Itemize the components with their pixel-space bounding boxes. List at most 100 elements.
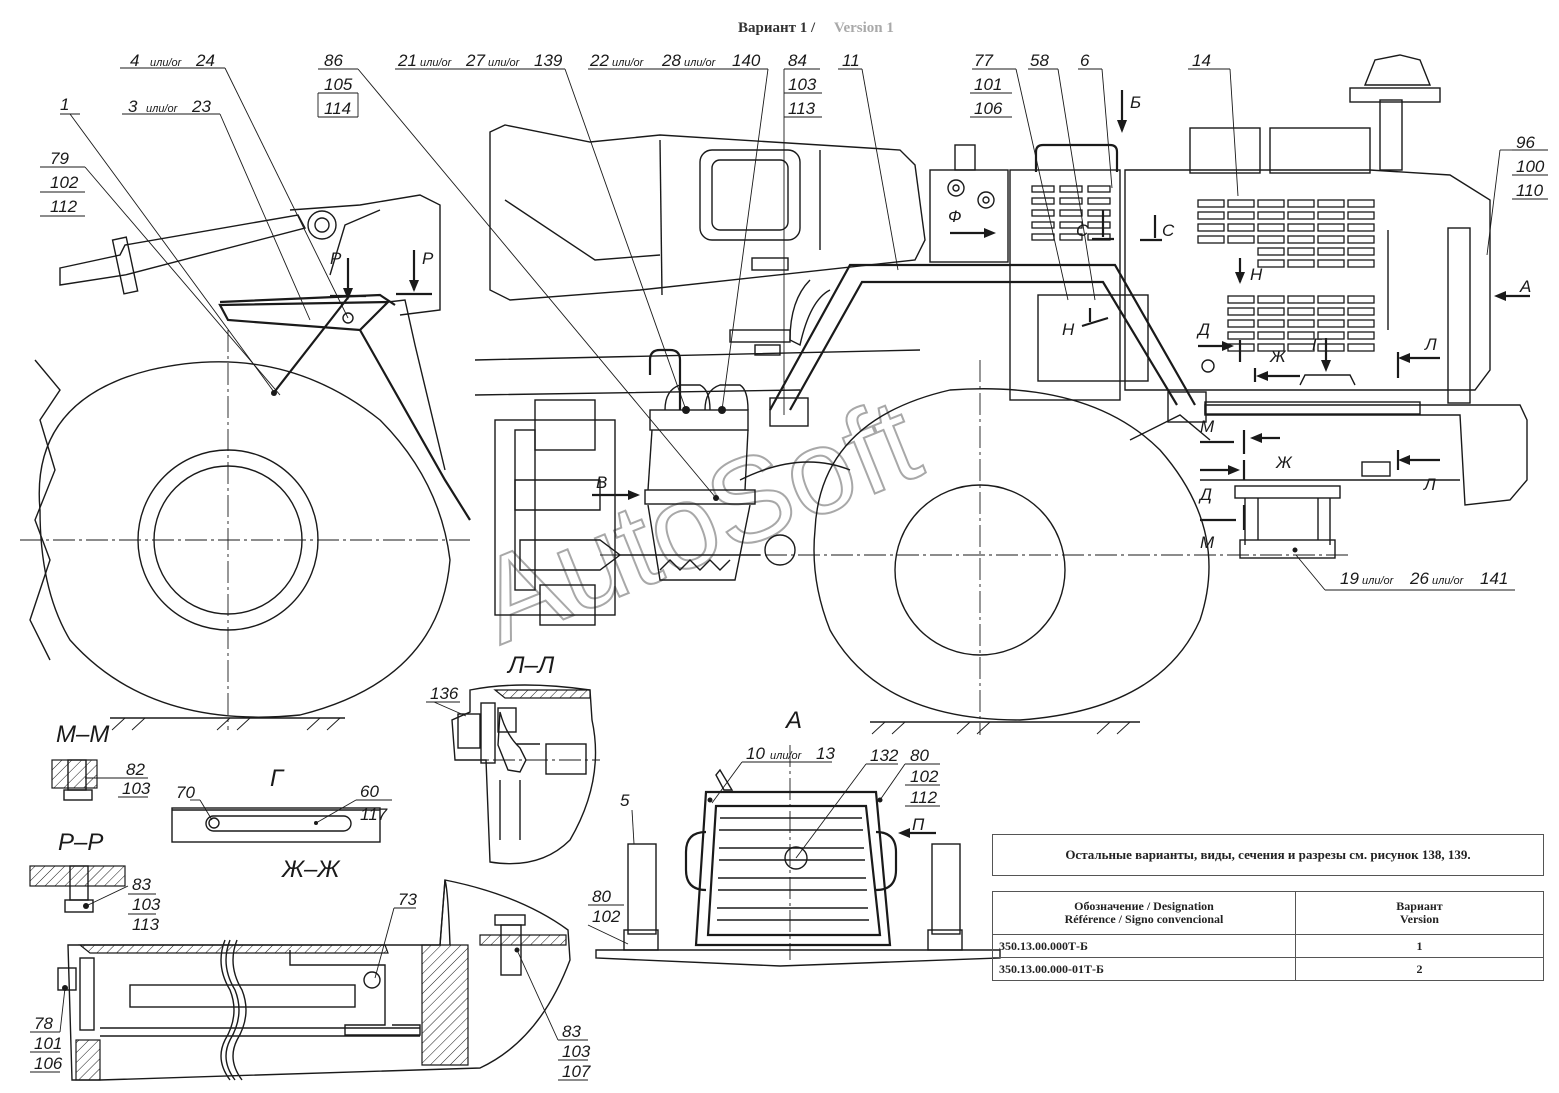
view-marker-m1: М: [1200, 417, 1215, 436]
main-side-view: Р Р Б Ф С С Н Н А Д: [20, 54, 1531, 735]
table-header-designation: Обозначение / Designation Référence / Si…: [992, 891, 1296, 935]
svg-text:141: 141: [1480, 569, 1508, 588]
table-header-version-text: Вариант Version: [1396, 899, 1443, 926]
callout-70: 70: [176, 783, 195, 802]
table-header-row: Обозначение / Designation Référence / Si…: [992, 891, 1544, 935]
svg-text:13: 13: [816, 744, 835, 763]
svg-text:105: 105: [324, 75, 353, 94]
svg-text:или/or: или/or: [488, 57, 521, 69]
callout-73: 73: [398, 890, 417, 909]
svg-text:140: 140: [732, 51, 761, 70]
view-marker-d2: Д: [1198, 485, 1212, 504]
svg-text:27: 27: [465, 51, 485, 70]
svg-text:84: 84: [788, 51, 807, 70]
svg-text:110: 110: [1516, 181, 1544, 200]
svg-text:или/or: или/or: [684, 57, 717, 69]
version-table: Обозначение / Designation Référence / Si…: [992, 891, 1544, 981]
callout-22-28-140: 22 или/or 28 или/or 140: [589, 51, 761, 70]
svg-text:28: 28: [661, 51, 681, 70]
callout-21-27-139: 21 или/or 27 или/or 139: [397, 51, 563, 70]
view-markers: Р Р Б Ф С С Н Н А Д: [330, 90, 1531, 552]
svg-text:106: 106: [34, 1054, 63, 1073]
svg-text:19: 19: [1340, 569, 1359, 588]
svg-text:113: 113: [788, 99, 816, 118]
callout-84: 84 103 113: [784, 51, 822, 118]
table-header-designation-text: Обозначение / Designation Référence / Si…: [1064, 899, 1224, 926]
svg-text:или/or: или/or: [612, 57, 645, 69]
section-p-p: Р–Р 83 103 113: [29, 829, 161, 934]
svg-text:96: 96: [1516, 133, 1535, 152]
view-marker-n1: Н: [1250, 265, 1263, 284]
note-box: Остальные варианты, виды, сечения и разр…: [992, 834, 1544, 876]
view-marker-g: Г: [1312, 335, 1323, 354]
leader-lines: [40, 67, 1515, 591]
callout-132: 132: [870, 746, 899, 765]
table-header-version: Вариант Version: [1295, 891, 1544, 935]
table-cell-designation: 350.13.00.000Т-Б: [992, 934, 1296, 958]
engine-grill: [1197, 199, 1375, 352]
svg-text:113: 113: [132, 915, 160, 934]
svg-text:117: 117: [360, 805, 388, 824]
svg-text:или/or: или/or: [1432, 575, 1465, 587]
svg-text:или/or: или/or: [770, 750, 803, 762]
view-marker-zh1: Ж: [1269, 347, 1287, 366]
svg-text:106: 106: [974, 99, 1003, 118]
callout-10-13: 10: [746, 744, 765, 763]
callout-82: 82: [126, 760, 145, 779]
svg-text:или/or: или/or: [420, 57, 453, 69]
callouts-main: 4 или/or 24 3 или/or 23 1 79 102 112 86 …: [40, 51, 1548, 588]
callout-79: 79 102 112: [40, 149, 85, 217]
callout-80-b: 80: [592, 887, 611, 906]
svg-text:107: 107: [562, 1062, 591, 1081]
view-marker-d1: Д: [1196, 320, 1210, 339]
ground-left: [110, 717, 345, 731]
svg-text:139: 139: [534, 51, 563, 70]
callout-83-b: 83: [562, 1022, 581, 1041]
svg-text:77: 77: [974, 51, 993, 70]
svg-text:101: 101: [34, 1034, 62, 1053]
svg-text:86: 86: [324, 51, 343, 70]
svg-text:112: 112: [50, 197, 78, 216]
svg-text:Л–Л: Л–Л: [506, 652, 555, 679]
svg-text:101: 101: [974, 75, 1002, 94]
callout-83-a: 83: [132, 875, 151, 894]
callout-80-a: 80: [910, 746, 929, 765]
view-a: А П 10 или/or 13 132 80 102: [587, 707, 1001, 967]
front-wheel: [20, 330, 470, 730]
callout-82-103: 103: [122, 779, 151, 798]
view-marker-a: А: [1519, 277, 1531, 296]
svg-text:А: А: [784, 707, 802, 734]
table-cell-designation: 350.13.00.000-01Т-Б: [992, 957, 1296, 981]
svg-text:112: 112: [910, 788, 938, 807]
front-guard-bracket: [218, 294, 471, 521]
control-box: [929, 144, 1009, 263]
callout-4-24: 4 или/or 24: [130, 51, 215, 70]
callout-58: 58: [1030, 51, 1049, 70]
svg-text:Г: Г: [270, 765, 285, 792]
callout-5: 5: [620, 791, 630, 810]
view-marker-n2: Н: [1062, 320, 1075, 339]
rear-hitch: [1234, 485, 1341, 559]
callout-96: 96 100 110: [1512, 133, 1548, 200]
callout-86: 86 105 114: [317, 51, 359, 118]
battery-box: [1009, 143, 1149, 401]
svg-text:103: 103: [132, 895, 161, 914]
svg-text:21: 21: [397, 51, 417, 70]
note-text: Остальные варианты, виды, сечения и разр…: [1065, 847, 1471, 862]
svg-text:103: 103: [788, 75, 817, 94]
view-marker-r1: Р: [330, 249, 342, 268]
view-marker-s1: С: [1076, 221, 1089, 240]
articulation-and-driveline: [494, 399, 851, 626]
callout-6: 6: [1080, 51, 1090, 70]
view-marker-v: В: [596, 473, 607, 492]
table-cell-version: 1: [1295, 934, 1544, 958]
callout-78: 78: [34, 1014, 53, 1033]
view-marker-m2: М: [1200, 533, 1215, 552]
view-marker-s2: С: [1162, 221, 1175, 240]
svg-text:22: 22: [589, 51, 609, 70]
callout-14: 14: [1192, 51, 1211, 70]
engine-hood: [1124, 54, 1491, 404]
svg-text:М–М: М–М: [56, 721, 109, 748]
view-marker-l2: Л: [1423, 475, 1436, 494]
